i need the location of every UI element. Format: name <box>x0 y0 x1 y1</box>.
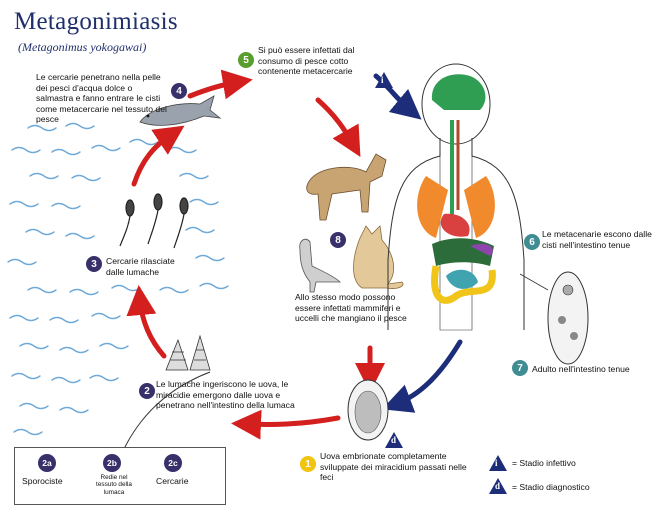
legend-infective-label: = Stadio infettivo <box>512 458 576 468</box>
stage-6-badge: 6 <box>524 234 540 250</box>
stage-2c-badge: 2c <box>164 454 182 472</box>
cat-illustration <box>353 225 404 289</box>
arrow-5-to-hosts <box>315 97 361 158</box>
adult-fluke-illustration <box>519 271 589 365</box>
stage-2b-badge: 2b <box>103 454 121 472</box>
stage-2-badge: 2 <box>139 383 155 399</box>
egg-illustration <box>347 379 389 441</box>
arrow-3-to-4 <box>131 125 185 187</box>
stage-4-text: Le cercarie penetrano nella pelle dei pe… <box>36 72 167 124</box>
legend-infective-marker: i <box>489 455 507 471</box>
stage-3-badge: 3 <box>86 256 102 272</box>
stage-5-text: Si può essere infettati dal consumo di p… <box>258 45 355 76</box>
stage-3-text: Cercarie rilasciate dalle lumache <box>106 256 175 277</box>
water-waves <box>7 122 229 436</box>
stage-8-text: Allo stesso modo possono essere infettat… <box>295 292 407 323</box>
arrow-2-to-3 <box>126 285 167 359</box>
stage-2a-badge: 2a <box>38 454 56 472</box>
stage-1-badge: 1 <box>300 456 316 472</box>
fish-illustration <box>139 95 222 126</box>
cercariae-illustration <box>119 193 189 249</box>
arrow-egg-to-2 <box>231 409 341 440</box>
stage-2c-label: Cercarie <box>156 476 189 486</box>
dog-illustration <box>306 153 387 221</box>
stage-5-badge: 5 <box>238 52 254 68</box>
diagnostic-stage-marker: d <box>385 432 403 448</box>
arrow-4-to-5 <box>187 69 253 100</box>
stage-1-text: Uova embrionate completamente sviluppate… <box>320 451 467 482</box>
legend-diagnostic-marker: d <box>489 478 507 494</box>
cycle-arrows-red <box>126 69 385 440</box>
stage-2b-label: Redie nel tessuto della lumaca <box>96 474 132 496</box>
snails-illustration <box>165 334 211 371</box>
legend-diagnostic-label: = Stadio diagnostico <box>512 482 590 492</box>
diagram-title: Metagonimiasis <box>14 8 178 35</box>
stage-4-badge: 4 <box>171 83 187 99</box>
stage-8-badge: 8 <box>330 232 346 248</box>
bird-illustration <box>299 238 341 293</box>
stage-7-text: Adulto nell'intestino tenue <box>532 364 630 374</box>
infective-stage-marker: i <box>375 72 393 88</box>
human-body-illustration <box>387 63 525 331</box>
arrow-intestine-to-egg <box>381 339 463 413</box>
stage-2a-label: Sporociste <box>22 476 63 486</box>
diagram-subtitle: (Metagonimus yokogawai) <box>18 40 147 54</box>
stage-2-text: Le lumache ingeriscono le uova, le mirac… <box>156 379 295 410</box>
stage-6-text: Le metacenarie escono dalle cisti nell'i… <box>542 229 652 250</box>
stage-7-badge: 7 <box>512 360 528 376</box>
